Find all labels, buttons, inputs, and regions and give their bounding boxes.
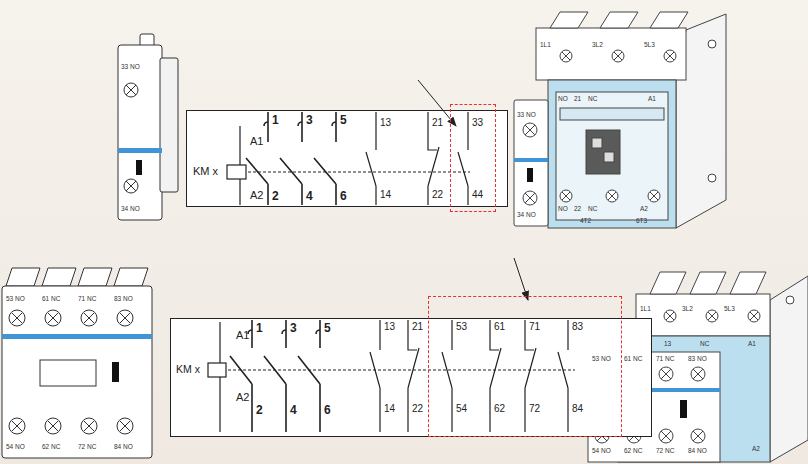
terminal-number: 22 [412,404,423,414]
terminal-marking: A1 [648,96,656,103]
terminal-marking: 5L3 [644,42,655,49]
terminal-number: 6 [324,404,331,416]
terminal-marking: A1 [748,341,756,348]
terminal-marking: 3L2 [592,42,603,49]
terminal-marking: 1L1 [640,306,651,313]
terminal-number: 71 [529,322,540,332]
terminal-marking: 3L2 [682,306,693,313]
terminal-number: A2 [236,392,249,403]
terminal-marking: 54 NO [592,448,611,455]
schematic-box: KM xA1A2135246131421225354616271728384 [170,318,652,437]
terminal-marking: 72 NC [78,444,96,451]
terminal-number: 13 [384,322,395,332]
terminal-number: 61 [494,322,505,332]
terminal-number: 72 [529,404,540,414]
terminal-number: 4 [290,404,297,416]
terminal-marking: 34 NO [121,206,140,213]
terminal-marking: 62 NC [42,444,60,451]
terminal-number: 3 [290,322,297,334]
terminal-marking: 61 NC [42,296,60,303]
terminal-number: KM x [176,364,200,375]
terminal-number: 53 [456,322,467,332]
terminal-number: 4 [306,190,313,202]
terminal-number: 14 [384,404,395,414]
terminal-number: 62 [494,404,505,414]
terminal-marking: A2 [640,206,648,213]
terminal-marking: 33 NO [517,112,536,119]
terminal-number: 5 [324,322,331,334]
terminal-marking: 84 NO [688,448,707,455]
terminal-number: A1 [236,330,249,341]
terminal-marking: 22 [574,206,581,213]
terminal-number: 44 [472,190,483,200]
terminal-marking: NC [700,341,709,348]
terminal-marking: NC [588,206,597,213]
terminal-marking: 21 [574,96,581,103]
terminal-number: 2 [256,404,263,416]
terminal-marking: 84 NO [114,444,133,451]
terminal-marking: 1L1 [540,42,551,49]
added-contact-frame: 53 54 61 62 71 72 83 84 [428,296,622,437]
terminal-marking: 83 NO [688,356,707,363]
terminal-marking: 54 NO [6,444,25,451]
added-contact-frame: 33 44 [450,104,496,212]
terminal-number: 1 [272,114,279,126]
terminal-marking: 53 NO [6,296,25,303]
terminal-number: 84 [572,404,583,414]
terminal-number: 83 [572,322,583,332]
terminal-marking: NO [558,206,568,213]
terminal-marking: 5L3 [724,306,735,313]
terminal-marking: 33 NO [121,64,140,71]
terminal-number: 1 [256,322,263,334]
terminal-marking: 13 [664,341,671,348]
terminal-marking: NO [558,96,568,103]
terminal-number: 13 [380,118,391,128]
terminal-marking: 71 NC [656,356,674,363]
terminal-marking: 62 NC [624,448,642,455]
terminal-number: 14 [380,190,391,200]
terminal-number: 5 [340,114,347,126]
terminal-marking: 4T2 [580,218,591,225]
terminal-marking: 71 NC [78,296,96,303]
terminal-number: KM x [193,166,218,177]
terminal-number: 6 [340,190,347,202]
terminal-number: 21 [412,322,423,332]
terminal-marking: A2 [752,446,760,453]
terminal-marking: 53 NO [592,356,611,363]
terminal-marking: 6T3 [636,218,647,225]
terminal-number: A2 [250,190,263,201]
terminal-marking: 72 NC [656,448,674,455]
terminal-number: 54 [456,404,467,414]
terminal-number: 3 [306,114,313,126]
terminal-marking: 61 NC [624,356,642,363]
terminal-marking: NC [588,96,597,103]
schematic-box: KM xA1A2135246131421223344 [186,110,508,207]
terminal-number: 2 [272,190,279,202]
terminal-number: A1 [250,136,263,147]
terminal-number: 21 [432,118,443,128]
terminal-number: 22 [432,190,443,200]
terminal-marking: 83 NO [114,296,133,303]
terminal-number: 33 [472,118,483,128]
terminal-marking: 34 NO [517,212,536,219]
